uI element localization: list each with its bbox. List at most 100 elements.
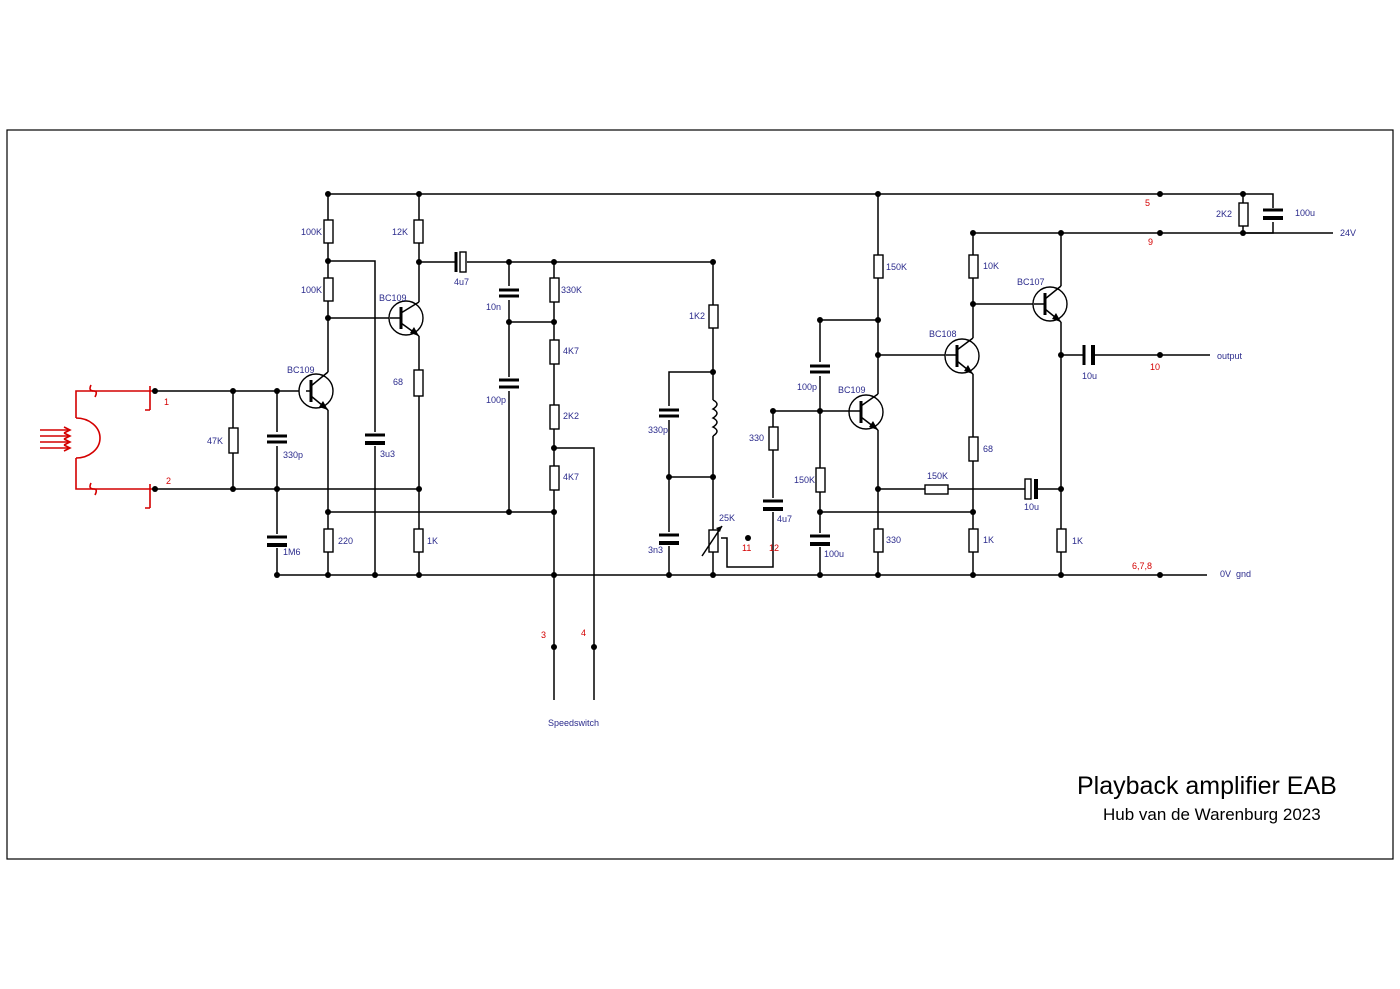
capacitor-10u-b (1082, 345, 1095, 365)
label-pot-25k: 25K (719, 513, 735, 523)
capacitor-100u-a (810, 534, 830, 546)
connector-socket-1 (89, 384, 156, 411)
connector-3: 3 (541, 630, 546, 640)
resistor-150k-c (924, 484, 949, 495)
label-r-150k-c: 150K (927, 471, 948, 481)
label-c-100u-b: 100u (1295, 208, 1315, 218)
drawing-title: Playback amplifier EAB (1077, 772, 1337, 800)
resistor-2k2-b (1238, 202, 1249, 227)
wiring (155, 193, 1333, 700)
label-c-10n: 10n (486, 302, 501, 312)
resistor-68-a (413, 369, 424, 397)
connector-numbers: 1 2 3 4 5 9 10 11 12 6,7,8 (164, 198, 1160, 640)
transistor-q5 (1032, 285, 1068, 323)
label-r-100k-a: 100K (301, 227, 322, 237)
resistor-68-b (968, 436, 979, 462)
capacitor-3n3 (659, 533, 679, 545)
label-c-10u-b: 10u (1082, 371, 1097, 381)
label-c-3n3: 3n3 (648, 545, 663, 555)
label-c-100p-b: 100p (797, 382, 817, 392)
resistor-1k-c (1056, 528, 1067, 553)
resistor-2k2-a (549, 404, 560, 430)
resistor-1k2 (708, 304, 719, 329)
label-r-1k-a: 1K (427, 536, 438, 546)
connector-678: 6,7,8 (1132, 561, 1152, 571)
net-labels: 24V output 0V gnd Speedswitch (548, 228, 1356, 728)
resistor-10k (968, 254, 979, 279)
resistor-150k-b (815, 467, 826, 493)
label-r-150k-b: 150K (794, 475, 815, 485)
label-q4: BC108 (929, 329, 957, 339)
connector-9: 9 (1148, 237, 1153, 247)
transistor-q4 (944, 337, 980, 375)
resistor-12k (413, 219, 424, 244)
label-c-4u7-b: 4u7 (777, 514, 792, 524)
label-r-12k: 12K (392, 227, 408, 237)
label-r-1k-c: 1K (1072, 536, 1083, 546)
resistor-47k (228, 427, 239, 454)
component-labels: 100K 100K 12K BC109 68 BC109 47K 330p 3u… (207, 208, 1315, 559)
label-r-1k-b: 1K (983, 535, 994, 545)
label-c-1m6: 1M6 (283, 547, 301, 557)
capacitor-4u7-b (763, 499, 783, 511)
label-c-3u3: 3u3 (380, 449, 395, 459)
label-r-330k: 330K (561, 285, 582, 295)
connector-1: 1 (164, 397, 169, 407)
transistor-q2 (388, 300, 424, 337)
potentiometer-25k (701, 525, 723, 557)
label-r-47k: 47K (207, 436, 223, 446)
resistor-330k (549, 277, 560, 303)
tape-head (40, 390, 101, 490)
resistor-220 (323, 528, 334, 553)
resistors (228, 202, 1249, 553)
resistor-1k-b (968, 528, 979, 553)
label-c-100u-a: 100u (824, 549, 844, 559)
transistor-q1 (298, 371, 334, 411)
label-r-150k-a: 150K (886, 262, 907, 272)
inductor (711, 399, 718, 437)
connector-10: 10 (1150, 362, 1160, 372)
label-r-330-b: 330 (886, 535, 901, 545)
junction-dots (152, 191, 1246, 650)
resistor-330-a (768, 426, 779, 451)
connector-4: 4 (581, 628, 586, 638)
connector-11: 11 (742, 543, 751, 553)
label-q5: BC107 (1017, 277, 1045, 287)
net-speedswitch-label: Speedswitch (548, 718, 599, 728)
capacitor-100p-a (499, 378, 519, 389)
resistor-330-b (873, 528, 884, 553)
label-r-1k2: 1K2 (689, 311, 705, 321)
label-c-4u7-a: 4u7 (454, 277, 469, 287)
capacitor-3u3 (365, 433, 385, 445)
connector-5: 5 (1145, 198, 1150, 208)
connector-socket-2 (89, 482, 156, 509)
resistor-4k7-a (549, 339, 560, 365)
label-q1: BC109 (287, 365, 315, 375)
capacitor-330p-a (267, 434, 287, 444)
drawing-author: Hub van de Warenburg 2023 (1103, 805, 1321, 824)
transistor-q3 (848, 393, 884, 431)
capacitors (267, 208, 1283, 547)
label-r-10k: 10K (983, 261, 999, 271)
capacitor-100p-b (810, 364, 830, 374)
resistor-150k-a (873, 254, 884, 279)
label-q2: BC109 (379, 293, 407, 303)
net-output-label: output (1217, 351, 1243, 361)
connector-12: 12 (769, 543, 779, 553)
label-r-330-a: 330 (749, 433, 764, 443)
label-r-4k7-a: 4K7 (563, 346, 579, 356)
connector-2: 2 (166, 476, 171, 486)
label-r-100k-b: 100K (301, 285, 322, 295)
resistor-100k-a (323, 219, 334, 244)
net-supply-label: 24V (1340, 228, 1356, 238)
capacitor-1m6 (267, 535, 287, 547)
label-c-330p-a: 330p (283, 450, 303, 460)
capacitor-10n (499, 288, 519, 298)
label-r-2k2-b: 2K2 (1216, 209, 1232, 219)
label-r-220: 220 (338, 536, 353, 546)
label-c-330p-b: 330p (648, 425, 668, 435)
label-c-10u-a: 10u (1024, 502, 1039, 512)
resistor-4k7-b (549, 465, 560, 491)
net-ground-label: 0V gnd (1220, 569, 1251, 579)
